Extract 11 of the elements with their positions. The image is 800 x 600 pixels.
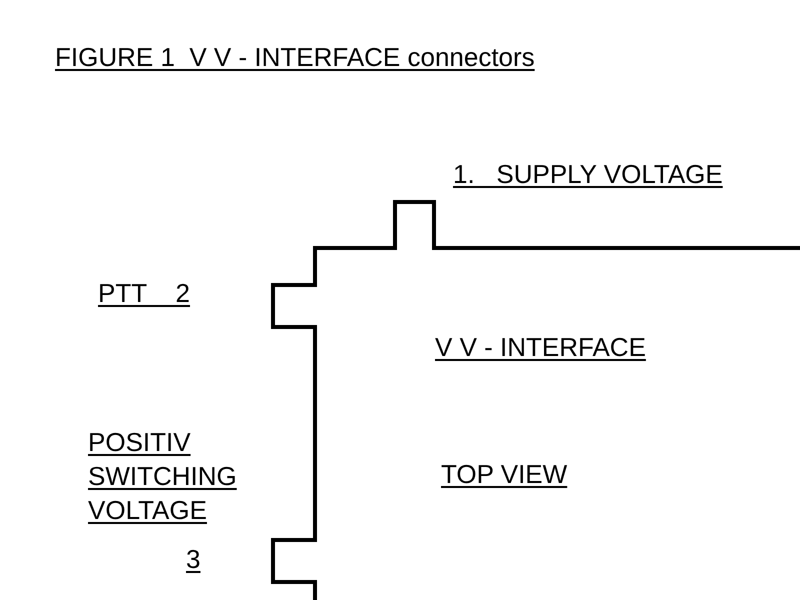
- figure-title: FIGURE 1 V V - INTERFACE connectors: [55, 41, 535, 74]
- connector-square: [271, 538, 317, 584]
- pin-label: 3: [186, 543, 200, 576]
- connector-square: [271, 283, 317, 329]
- interface-box: [313, 246, 800, 600]
- pin-label: POSITIV SWITCHING VOLTAGE: [88, 426, 238, 527]
- device-name: V V - INTERFACE: [435, 331, 646, 364]
- connector-square: [393, 200, 436, 250]
- pin-label: PTT 2: [98, 277, 190, 310]
- pin-label: 1. SUPPLY VOLTAGE: [453, 158, 723, 191]
- view-label: TOP VIEW: [441, 458, 568, 491]
